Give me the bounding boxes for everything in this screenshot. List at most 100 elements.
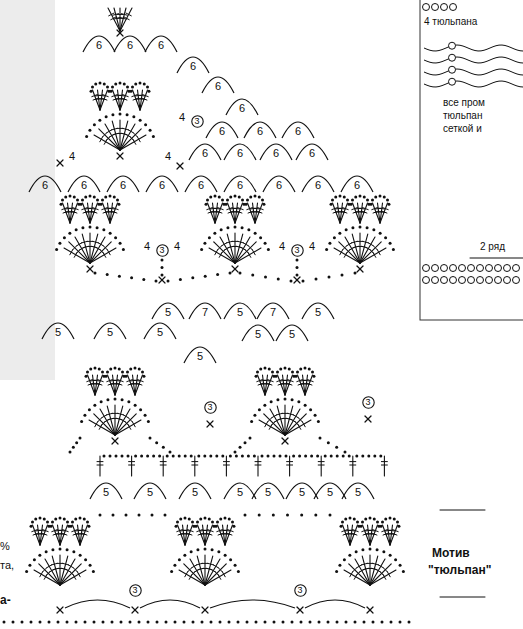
- chain-dot: [142, 278, 145, 281]
- chain-dot: [73, 196, 76, 199]
- stitch-bar: [288, 413, 294, 415]
- stitch-bar: [192, 465, 198, 466]
- panel-rule: [470, 258, 523, 259]
- chain-dot: [335, 570, 338, 573]
- treble-stitch: [228, 203, 236, 223]
- treble-stitch: [119, 120, 120, 150]
- chain-dot: [126, 371, 129, 374]
- chain-dot: [184, 517, 187, 520]
- chain-dot: [114, 236, 117, 239]
- chain-dot: [94, 367, 97, 370]
- chain-dot: [298, 455, 301, 458]
- chain-dot: [373, 455, 376, 458]
- stitch-bar: [103, 95, 109, 97]
- single-crochet: [297, 607, 303, 613]
- stitch-bar: [373, 530, 379, 532]
- treble-stitch: [88, 375, 96, 395]
- stitch-bar: [352, 241, 358, 243]
- panel-ring: [495, 277, 502, 284]
- chain-dot: [80, 420, 83, 423]
- chain-dot: [261, 455, 264, 458]
- stitch-bar: [367, 563, 373, 564]
- treble-stitch: [352, 234, 360, 263]
- stitch-bar: [160, 461, 166, 462]
- chain-dot: [93, 123, 96, 126]
- stitch-bar: [208, 563, 214, 565]
- single-crochet: [202, 607, 208, 613]
- chain-dot: [162, 446, 165, 449]
- chain-dot: [152, 455, 155, 458]
- chain-dot: [119, 113, 122, 116]
- chain-loop: [226, 99, 258, 115]
- treble-stitch: [33, 525, 41, 545]
- chain-dot: [239, 272, 242, 275]
- treble-stitch: [118, 90, 121, 110]
- chain-dot: [263, 404, 266, 407]
- chain-dot: [188, 518, 191, 521]
- circled-number: 3: [156, 244, 169, 257]
- chain-dot: [141, 371, 144, 374]
- chain-loop: [65, 600, 130, 608]
- chain-dot: [328, 242, 331, 245]
- chain-dot: [221, 455, 224, 458]
- chain-dot: [92, 570, 95, 573]
- chain-dot: [50, 525, 53, 528]
- treble-stitch: [348, 525, 351, 545]
- chain-dot: [34, 518, 37, 521]
- panel-ring: [432, 277, 439, 284]
- chain-dot: [112, 514, 115, 517]
- chain-dot: [64, 196, 67, 199]
- stitch-bar: [350, 465, 356, 466]
- chain-dot: [381, 521, 384, 524]
- stitch-count: 4: [309, 241, 315, 252]
- chain-loop: [189, 144, 221, 160]
- chain-dot: [57, 621, 60, 624]
- stitch-bar: [113, 208, 119, 210]
- chain-dot: [291, 398, 294, 401]
- chain-dot: [324, 455, 327, 458]
- chain-dot: [99, 514, 102, 517]
- single-crochet: [177, 163, 183, 169]
- chain-dot: [354, 272, 357, 275]
- treble-stitch: [53, 525, 61, 545]
- panel-ring: [450, 4, 457, 11]
- chain-dot: [130, 90, 133, 93]
- stitch-bar: [103, 252, 106, 257]
- stitch-bar: [71, 211, 77, 213]
- chain-dot: [138, 368, 141, 371]
- chain-dot: [143, 83, 146, 86]
- stitch-count: 6: [120, 180, 126, 191]
- chain-dot: [89, 195, 92, 198]
- stitch-count: 4: [279, 241, 285, 252]
- stitch-count: 4: [69, 151, 75, 162]
- chain-dot: [376, 521, 379, 524]
- chain-dot: [367, 455, 370, 458]
- circled-number: 3: [191, 115, 204, 128]
- chain-dot: [72, 550, 75, 553]
- chain-dot: [247, 228, 250, 231]
- stitch-bar: [361, 211, 367, 213]
- stitch-bar: [73, 246, 77, 250]
- chain-loop: [68, 176, 100, 192]
- chain-dot: [106, 86, 109, 89]
- stitch-bar: [357, 241, 363, 242]
- stitch-bar: [343, 208, 349, 210]
- stitch-count: 6: [202, 148, 208, 159]
- stitch-bar: [215, 250, 218, 255]
- panel-ring: [486, 277, 493, 284]
- chain-dot: [314, 514, 317, 517]
- stitch-count: 6: [237, 148, 243, 159]
- treble-stitch: [205, 570, 231, 585]
- chain-dot: [123, 83, 126, 86]
- note-text: %: [0, 541, 10, 552]
- single-crochet: [117, 30, 123, 36]
- stitch-bar: [91, 211, 97, 213]
- stitch-bar: [268, 380, 274, 382]
- chain-dot: [386, 199, 389, 202]
- stitch-bar: [81, 533, 87, 535]
- treble-stitch: [107, 406, 115, 435]
- chain-dot: [130, 276, 133, 279]
- stitch-bar: [185, 572, 188, 577]
- stitch-count: 6: [273, 148, 279, 159]
- chain-dot: [244, 441, 247, 444]
